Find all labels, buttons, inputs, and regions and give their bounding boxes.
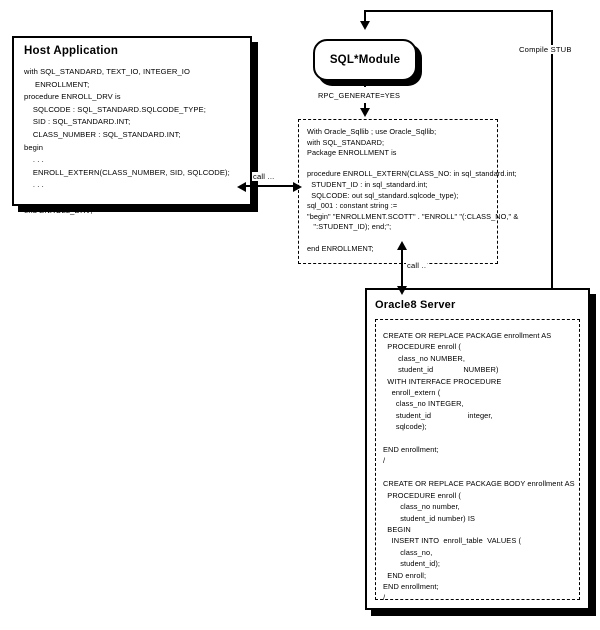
call-stub-server-arrowhead-down bbox=[397, 286, 407, 295]
sql-module-box: SQL*Module bbox=[313, 39, 417, 81]
compile-stub-arrowhead bbox=[360, 21, 370, 30]
sql-module-title: SQL*Module bbox=[329, 54, 401, 66]
compile-stub-drop-vline bbox=[364, 10, 366, 23]
call-stub-server-arrowhead-up bbox=[397, 241, 407, 250]
rpc-generate-arrowhead bbox=[360, 108, 370, 117]
compile-stub-vline bbox=[551, 10, 553, 288]
call-host-stub-line bbox=[243, 185, 295, 187]
compile-stub-label: Compile STUB bbox=[518, 45, 573, 54]
compile-stub-hline bbox=[364, 10, 553, 12]
call-stub-server-label: call .. bbox=[406, 261, 428, 270]
host-application-box bbox=[12, 36, 252, 206]
rpc-generate-label: RPC_GENERATE=YES bbox=[317, 91, 402, 100]
call-stub-server-line bbox=[401, 246, 403, 292]
call-host-stub-arrowhead-right bbox=[293, 182, 302, 192]
generated-stub-code: With Oracle_Sqllib ; use Oracle_Sqllib; … bbox=[307, 127, 519, 253]
call-host-stub-arrowhead-left bbox=[237, 182, 246, 192]
host-application-title: Host Application bbox=[24, 45, 119, 57]
call-host-stub-label: call ... bbox=[252, 172, 276, 181]
rpc-generate-vline bbox=[364, 81, 366, 98]
oracle8-server-title: Oracle8 Server bbox=[375, 299, 456, 311]
generated-stub-box bbox=[298, 119, 498, 264]
oracle8-server-code-box bbox=[375, 319, 580, 600]
host-application-code: with SQL_STANDARD, TEXT_IO, INTEGER_IO E… bbox=[24, 67, 230, 215]
oracle8-server-code: CREATE OR REPLACE PACKAGE enrollment AS … bbox=[383, 331, 575, 603]
rpc-generate-vline-2 bbox=[364, 103, 366, 110]
